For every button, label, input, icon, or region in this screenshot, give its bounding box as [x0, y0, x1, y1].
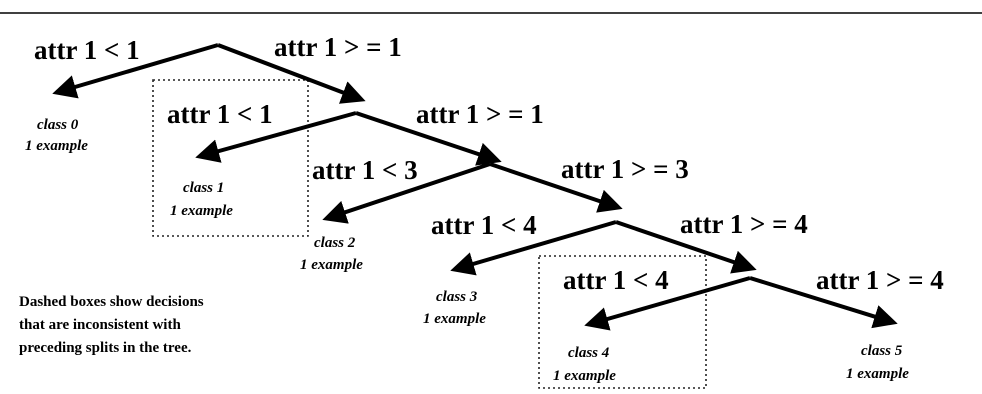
leaf-3-class: class 3 — [436, 289, 478, 305]
leaf-2-count: 1 example — [300, 257, 363, 273]
split-0-left-label: attr 1 < 1 — [34, 35, 140, 65]
leaf-5-count: 1 example — [846, 366, 909, 382]
split-3-left-label: attr 1 < 4 — [431, 210, 537, 240]
leaf-5-class: class 5 — [861, 343, 903, 359]
leaf-2-class: class 2 — [314, 235, 356, 251]
leaf-3-count: 1 example — [423, 311, 486, 327]
edge-split-0-right — [217, 43, 366, 104]
edge-split-1-right — [355, 111, 502, 166]
edge-split-2-left — [322, 162, 491, 224]
leaf-1-count: 1 example — [170, 203, 233, 219]
split-0-right-label: attr 1 > = 1 — [274, 32, 402, 62]
note-line-2: that are inconsistent with — [19, 317, 181, 333]
split-4-right-label: attr 1 > = 4 — [816, 265, 944, 295]
edge-split-1-left — [195, 111, 357, 163]
edge-split-3-left — [450, 220, 617, 276]
leaf-1-class: class 1 — [183, 180, 224, 196]
edge-split-0-left — [52, 43, 219, 99]
leaf-0-class: class 0 — [37, 117, 79, 133]
split-2-right-label: attr 1 > = 3 — [561, 154, 689, 184]
edge-split-3-right — [615, 220, 757, 274]
split-4-left-label: attr 1 < 4 — [563, 265, 669, 295]
note-line-3: preceding splits in the tree. — [19, 340, 192, 356]
edge-split-4-right — [749, 276, 898, 329]
leaf-4-class: class 4 — [568, 345, 610, 361]
edge-split-2-right — [489, 162, 623, 213]
note-line-1: Dashed boxes show decisions — [19, 294, 204, 310]
split-3-right-label: attr 1 > = 4 — [680, 209, 808, 239]
leaf-0-count: 1 example — [25, 138, 88, 154]
split-2-left-label: attr 1 < 3 — [312, 155, 418, 185]
leaf-4-count: 1 example — [553, 368, 616, 384]
split-1-left-label: attr 1 < 1 — [167, 99, 273, 129]
split-1-right-label: attr 1 > = 1 — [416, 99, 544, 129]
edge-split-4-left — [584, 276, 751, 331]
inconsistent-split-box-2 — [538, 255, 707, 389]
